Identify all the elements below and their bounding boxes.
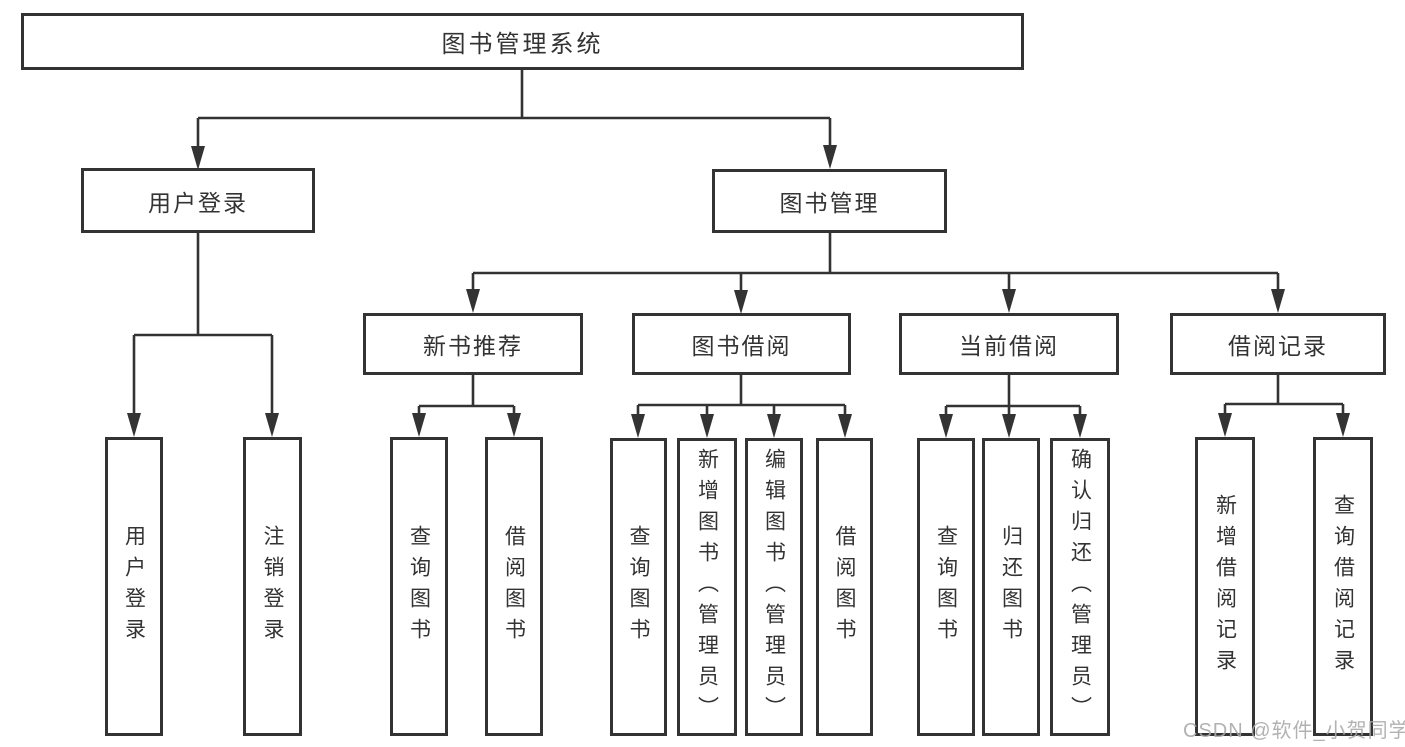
leaf-logout: 注销登录 bbox=[243, 437, 302, 736]
node-book-borrow: 图书借阅 bbox=[632, 313, 851, 375]
leaf-borrow-query-books: 查询图书 bbox=[610, 438, 667, 736]
leaf-user-login: 用户登录 bbox=[105, 437, 163, 736]
csdn-watermark: CSDN @软件_小贺同学 bbox=[1183, 720, 1405, 742]
node-borrow-records: 借阅记录 bbox=[1170, 313, 1386, 375]
leaf-add-borrow-record: 新增借阅记录 bbox=[1195, 437, 1255, 736]
leaf-return-books: 归还图书 bbox=[982, 438, 1040, 736]
node-system-root: 图书管理系统 bbox=[21, 13, 1024, 70]
leaf-newbook-query-books: 查询图书 bbox=[390, 437, 448, 736]
node-user-login: 用户登录 bbox=[81, 168, 315, 233]
leaf-newbook-borrow-books: 借阅图书 bbox=[485, 437, 543, 736]
node-book-management: 图书管理 bbox=[712, 169, 947, 233]
leaf-confirm-return-admin: 确认归还（管理员） bbox=[1050, 438, 1110, 736]
node-current-borrow: 当前借阅 bbox=[899, 313, 1119, 375]
leaf-add-books-admin: 新增图书（管理员） bbox=[677, 438, 737, 736]
leaf-edit-books-admin: 编辑图书（管理员） bbox=[745, 438, 803, 736]
leaf-current-query-books: 查询图书 bbox=[917, 438, 975, 736]
leaf-query-borrow-record: 查询借阅记录 bbox=[1313, 437, 1373, 736]
leaf-borrow-books: 借阅图书 bbox=[816, 438, 873, 736]
node-new-book-recommend: 新书推荐 bbox=[363, 313, 583, 375]
